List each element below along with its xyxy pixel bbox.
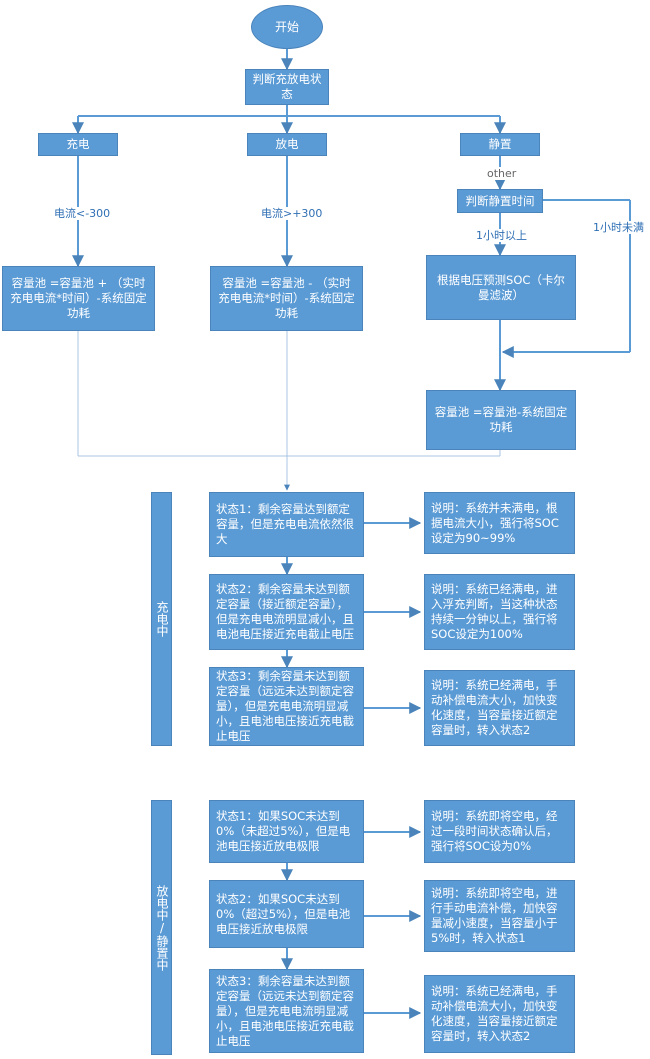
- discharge-node: 放电: [247, 133, 327, 156]
- discharging-note-2: 说明：系统即将空电，进行手动电流补偿，加快容量减小速度，当容量小于5%时，转入状…: [424, 880, 575, 952]
- label-under-1h: 1小时未满: [591, 221, 646, 234]
- charging-state-2: 状态2：剩余容量未达到额定容量（接近额定容量），但是充电电流明显减小，且电池电压…: [209, 574, 364, 650]
- charging-note-3: 说明：系统已经满电，手动补偿电流大小，加快变化速度，当容量接近额定容量时，转入状…: [424, 670, 575, 746]
- label-over-1h: 1小时以上: [474, 229, 529, 242]
- idle-node: 静置: [460, 133, 540, 156]
- discharging-state-1: 状态1：如果SOC未达到0%（未超过5%），但是电池电压接近放电极限: [209, 800, 364, 863]
- group-discharging-bar: 放电中/静置中: [151, 800, 172, 1055]
- cap-charge-node: 容量池 =容量池 + （实时充电电流*时间）-系统固定功耗: [2, 266, 155, 331]
- judge-idle-time-node: 判断静置时间: [457, 189, 543, 213]
- group-charging-bar: 充电中: [151, 492, 172, 746]
- discharging-state-2: 状态2：如果SOC未达到0%（超过5%），但是电池电压接近放电极限: [209, 880, 364, 948]
- cap-discharge-node: 容量池 =容量池 - （实时充电电流*时间）-系统固定功耗: [210, 266, 363, 331]
- discharging-note-1: 说明：系统即将空电，经过一段时间状态确认后，强行将SOC设为0%: [424, 800, 575, 863]
- label-discharge-condition: 电流>+300: [259, 207, 325, 220]
- charging-note-2: 说明：系统已经满电，进入浮充判断，当这种状态持续一分钟以上，强行将SOC设定为1…: [424, 574, 575, 650]
- judge-state-node: 判断充放电状态: [245, 69, 329, 105]
- charge-node: 充电: [38, 133, 118, 156]
- start-node: 开始: [251, 5, 323, 49]
- charging-state-1: 状态1：剩余容量达到额定容量，但是充电电流依然很大: [209, 492, 364, 557]
- soc-predict-node: 根据电压预测SOC（卡尔曼滤波）: [426, 255, 576, 320]
- cap-idle-node: 容量池 =容量池-系统固定功耗: [426, 390, 576, 450]
- discharging-note-3: 说明：系统已经满电，手动补偿电流大小，加快变化速度，当容量接近额定容量时，转入状…: [424, 975, 575, 1053]
- label-idle-other: other: [485, 167, 519, 180]
- discharging-state-3: 状态3：剩余容量未达到额定容量（远远未达到额定容量），但是充电电流明显减小，且电…: [209, 969, 364, 1053]
- label-charge-condition: 电流<-300: [52, 207, 113, 220]
- charging-state-3: 状态3：剩余容量未达到额定容量（远远未达到额定容量），但是充电电流明显减小，且电…: [209, 667, 364, 746]
- charging-note-1: 说明：系统并未满电，根据电流大小，强行将SOC设定为90~99%: [424, 492, 575, 554]
